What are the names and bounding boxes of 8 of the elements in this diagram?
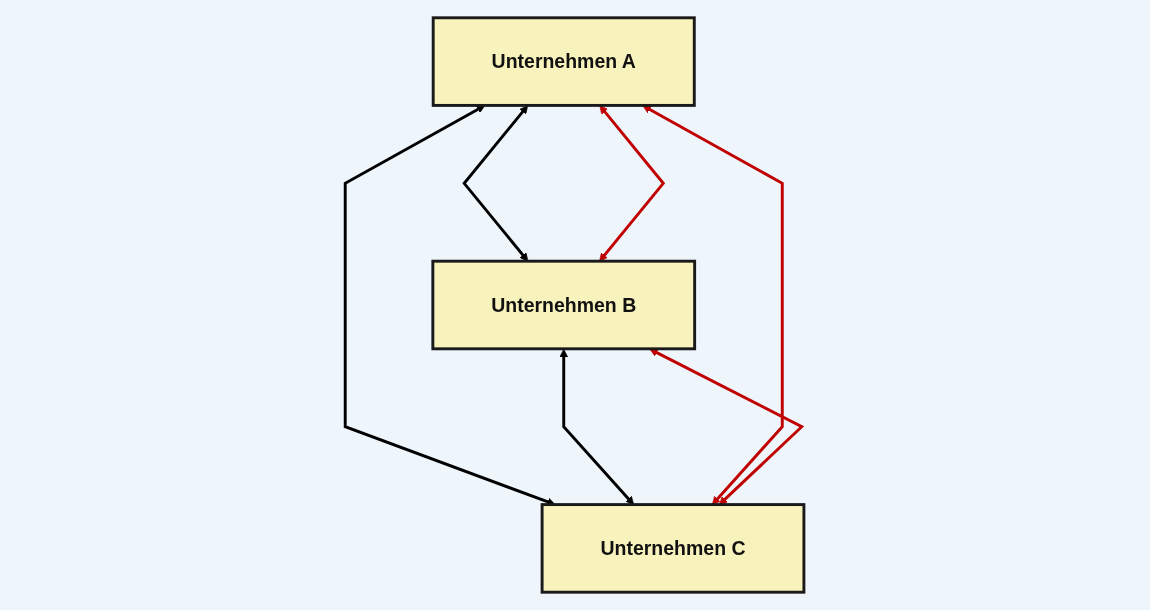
arrow <box>462 105 529 262</box>
arrow <box>649 348 805 505</box>
node-box: Unternehmen A <box>432 16 697 107</box>
arrow <box>642 105 785 505</box>
arrow <box>559 348 635 505</box>
node-box: Unternehmen B <box>431 259 697 351</box>
arrow <box>599 105 666 262</box>
node-box: Unternehmen C <box>541 503 806 594</box>
